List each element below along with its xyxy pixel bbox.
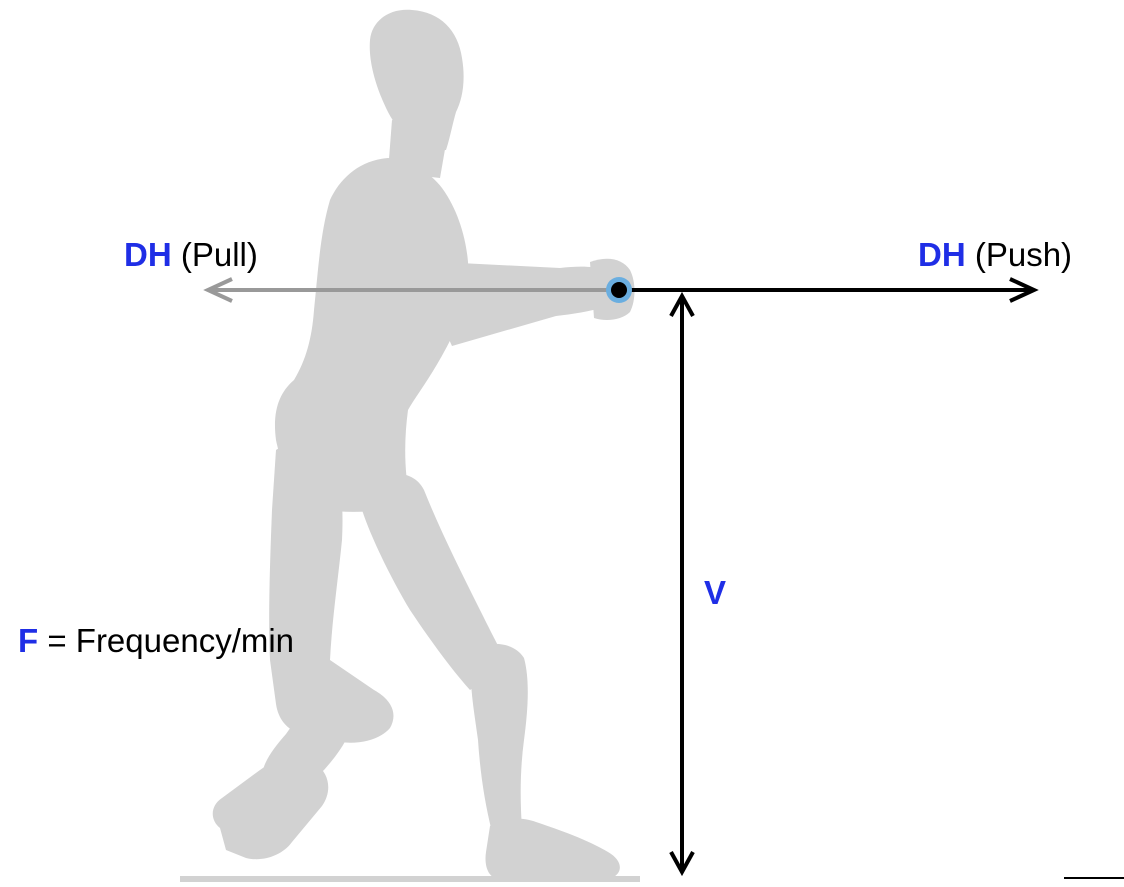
person-silhouette <box>180 9 640 882</box>
vertical-label-key: V <box>704 574 727 611</box>
silhouette-rear-shin <box>261 694 353 796</box>
push-arrow <box>628 277 1039 303</box>
vertical-distance-arrow <box>669 291 695 877</box>
pull-label-text: (Pull) <box>171 236 258 273</box>
frequency-label-text: = Frequency/min <box>38 622 295 659</box>
silhouette-front-shin <box>470 643 528 832</box>
hand-point-core <box>611 282 627 298</box>
silhouette-head <box>369 9 464 152</box>
pull-arrowhead <box>203 277 233 303</box>
vertical-arrowhead-bottom <box>669 851 695 877</box>
vertical-arrowhead-top <box>669 291 695 317</box>
silhouette-rear-leg <box>269 443 394 743</box>
push-label-key: DH <box>918 236 966 273</box>
pull-label: DH (Pull) <box>124 238 258 271</box>
pull-label-key: DH <box>124 236 172 273</box>
silhouette-ground <box>180 876 640 882</box>
frequency-label: F = Frequency/min <box>18 624 294 657</box>
frequency-label-key: F <box>18 622 39 659</box>
push-arrowhead <box>1009 277 1039 303</box>
silhouette-front-thigh <box>362 473 508 690</box>
push-label: DH (Push) <box>918 238 1072 271</box>
push-label-text: (Push) <box>965 236 1073 273</box>
hand-force-point <box>606 277 632 303</box>
silhouette-front-foot <box>485 818 620 880</box>
pull-arrow <box>203 277 610 303</box>
vertical-label: V <box>704 576 726 609</box>
silhouette-forearm <box>440 262 606 346</box>
